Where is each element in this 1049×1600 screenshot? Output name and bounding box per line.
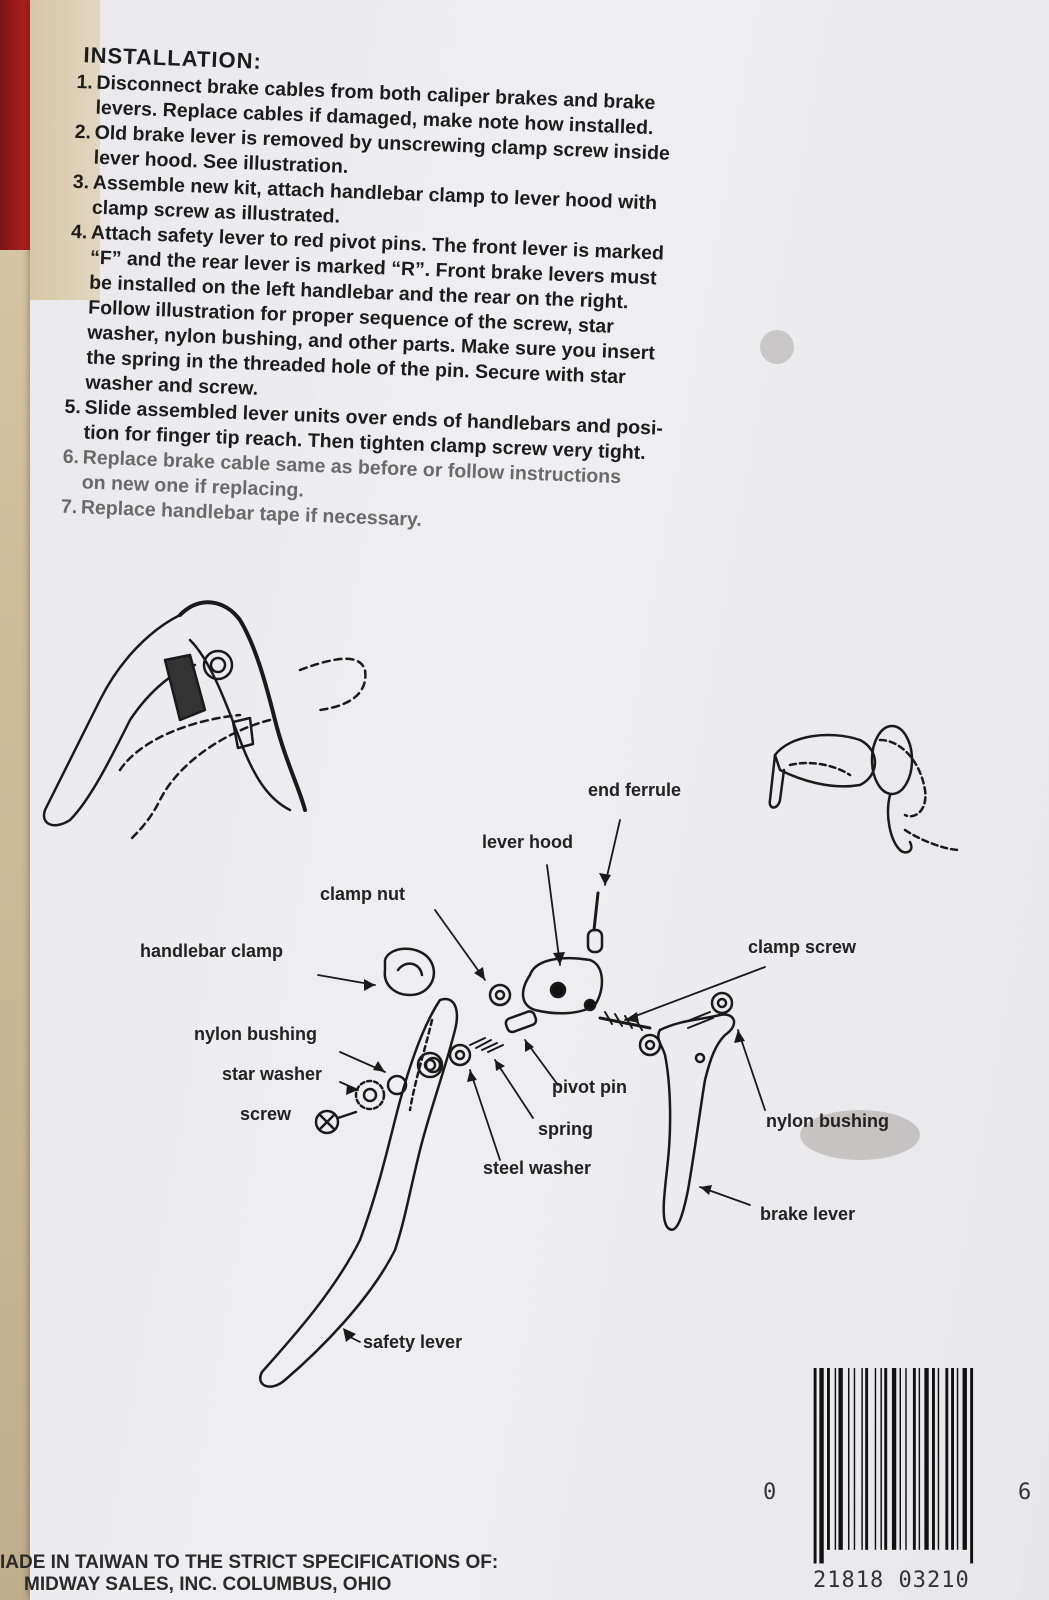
label-spring: spring [538,1119,594,1139]
step-4: 4. Attach safety lever to red pivot pins… [65,220,771,421]
barcode-bar [827,1368,830,1550]
barcode-bar [819,1368,824,1564]
barcode-bar [937,1368,940,1550]
footer-company: MIDWAY SALES, INC. COLUMBUS, OHIO [24,1574,392,1595]
barcode-bar [891,1368,897,1550]
stain [760,330,794,364]
barcode-bar [884,1368,888,1550]
barcode-bar [813,1368,817,1564]
label-steel-washer: steel washer [483,1158,592,1178]
red-package-edge [0,0,30,250]
barcode-bar [962,1368,967,1550]
label-clamp-nut: clamp nut [320,884,406,904]
step-number: 3. [72,170,90,194]
barcode-bar [853,1368,856,1550]
label-clamp-screw: clamp screw [748,937,857,957]
step-number: 6. [62,445,80,469]
label-handlebar-clamp: handlebar clamp [140,941,284,961]
barcode [813,1368,974,1564]
barcode-bar [848,1368,850,1550]
barcode-bar [834,1368,837,1550]
step-number: 7. [60,495,78,519]
barcode-bar [918,1368,921,1550]
barcode-bar [861,1368,863,1550]
barcode-digits: 21818 03210 [813,1568,970,1593]
barcode-bar [874,1368,877,1550]
barcode-bar [945,1368,949,1550]
installation-instructions: INSTALLATION: 1. Disconnect brake cables… [60,42,777,545]
sheet-shadow-edge [30,0,100,300]
label-brake-lever: brake lever [760,1204,856,1224]
label-lever-hood: lever hood [482,832,574,852]
label-pivot-pin: pivot pin [552,1077,627,1097]
label-end-ferrule: end ferrule [588,780,682,800]
barcode-bar [880,1368,882,1550]
barcode-bar [970,1368,974,1564]
barcode-bar [956,1368,959,1550]
barcode-bar [951,1368,954,1550]
barcode-bar [912,1368,916,1550]
step-number: 5. [64,395,82,419]
stain [800,1110,920,1160]
barcode-bar [905,1368,907,1550]
barcode-bar [924,1368,929,1550]
step-number: 2. [74,120,92,144]
barcode-bar [899,1368,901,1550]
label-safety-lever: safety lever [363,1332,463,1352]
label-nylon-bushing: nylon bushing [194,1024,317,1044]
barcode-lead-digit: 0 [763,1480,777,1505]
label-nylon-bushing: nylon bushing [766,1111,889,1131]
footer-made-in: IADE IN TAIWAN TO THE STRICT SPECIFICATI… [0,1552,499,1573]
label-screw: screw [240,1104,292,1124]
barcode-bar [865,1368,869,1550]
label-star-washer: star washer [222,1064,323,1084]
barcode-bar [838,1368,843,1550]
barcode-bar [932,1368,935,1550]
barcode-trail-digit: 6 [1018,1480,1032,1505]
step-number: 1. [76,70,94,94]
step-text: Attach safety lever to red pivot pins. T… [85,221,665,400]
